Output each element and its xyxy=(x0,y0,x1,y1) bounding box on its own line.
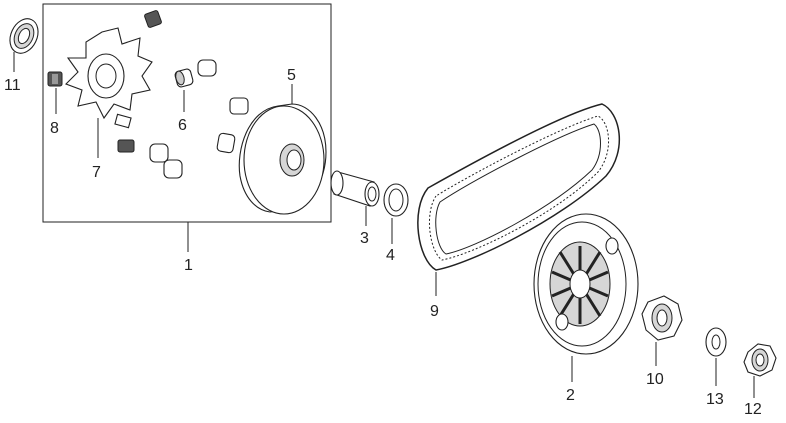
part-6-weight-rollers xyxy=(149,59,249,179)
assembly-box xyxy=(42,3,332,223)
callout-10: 10 xyxy=(646,371,664,388)
callout-6: 6 xyxy=(178,117,187,134)
callout-7: 7 xyxy=(92,164,101,181)
callout-4: 4 xyxy=(386,247,395,264)
callout-12: 12 xyxy=(744,401,762,418)
callout-11: 11 xyxy=(4,77,21,94)
callout-13: 13 xyxy=(706,391,724,408)
part-2-fixed-drive-face xyxy=(533,213,639,382)
callout-9: 9 xyxy=(430,303,439,320)
part-5-drive-face xyxy=(238,84,327,215)
part-11-oil-seal xyxy=(9,18,39,72)
part-8-slider xyxy=(47,10,162,153)
part-13-washer xyxy=(705,327,727,386)
part-4-washer xyxy=(383,183,409,244)
part-12-flange-nut xyxy=(743,343,777,398)
part-3-collar xyxy=(330,170,380,226)
part-10-nut xyxy=(641,295,683,366)
callout-1: 1 xyxy=(184,257,193,274)
callout-8: 8 xyxy=(50,120,59,137)
callout-5: 5 xyxy=(287,67,296,84)
callout-3: 3 xyxy=(360,230,369,247)
callout-2: 2 xyxy=(566,387,575,404)
part-7-ramp-plate xyxy=(65,27,153,158)
part-9-drive-belt xyxy=(417,103,621,296)
